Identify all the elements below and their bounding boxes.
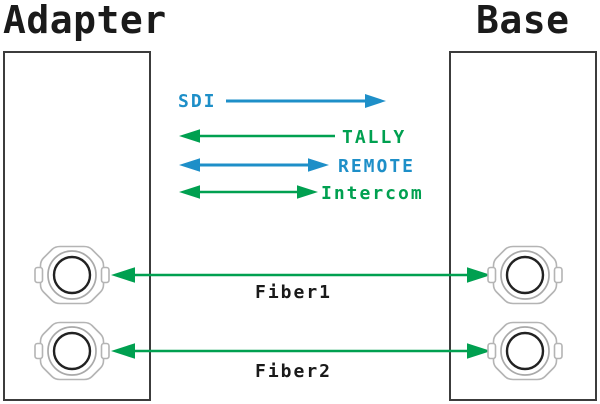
fiber2-arrow: [111, 343, 491, 359]
base-fiber-port-1-icon: [486, 245, 564, 305]
fiber2-label: Fiber2: [255, 361, 333, 382]
adapter-fiber-port-1-icon: [33, 245, 111, 305]
sdi-arrow: [226, 94, 386, 108]
fiber1-arrow: [111, 267, 491, 283]
intercom-label: Intercom: [321, 183, 424, 204]
intercom-arrow: [179, 185, 318, 199]
base-title: Base: [476, 0, 570, 42]
remote-label: REMOTE: [338, 156, 416, 177]
remote-arrow: [179, 158, 329, 172]
tally-label: TALLY: [342, 127, 407, 148]
tally-arrow: [179, 129, 335, 143]
adapter-title: Adapter: [3, 0, 167, 42]
fiber1-label: Fiber1: [255, 282, 333, 303]
sdi-label: SDI: [178, 91, 217, 112]
base-fiber-port-2-icon: [486, 321, 564, 381]
adapter-fiber-port-2-icon: [33, 321, 111, 381]
